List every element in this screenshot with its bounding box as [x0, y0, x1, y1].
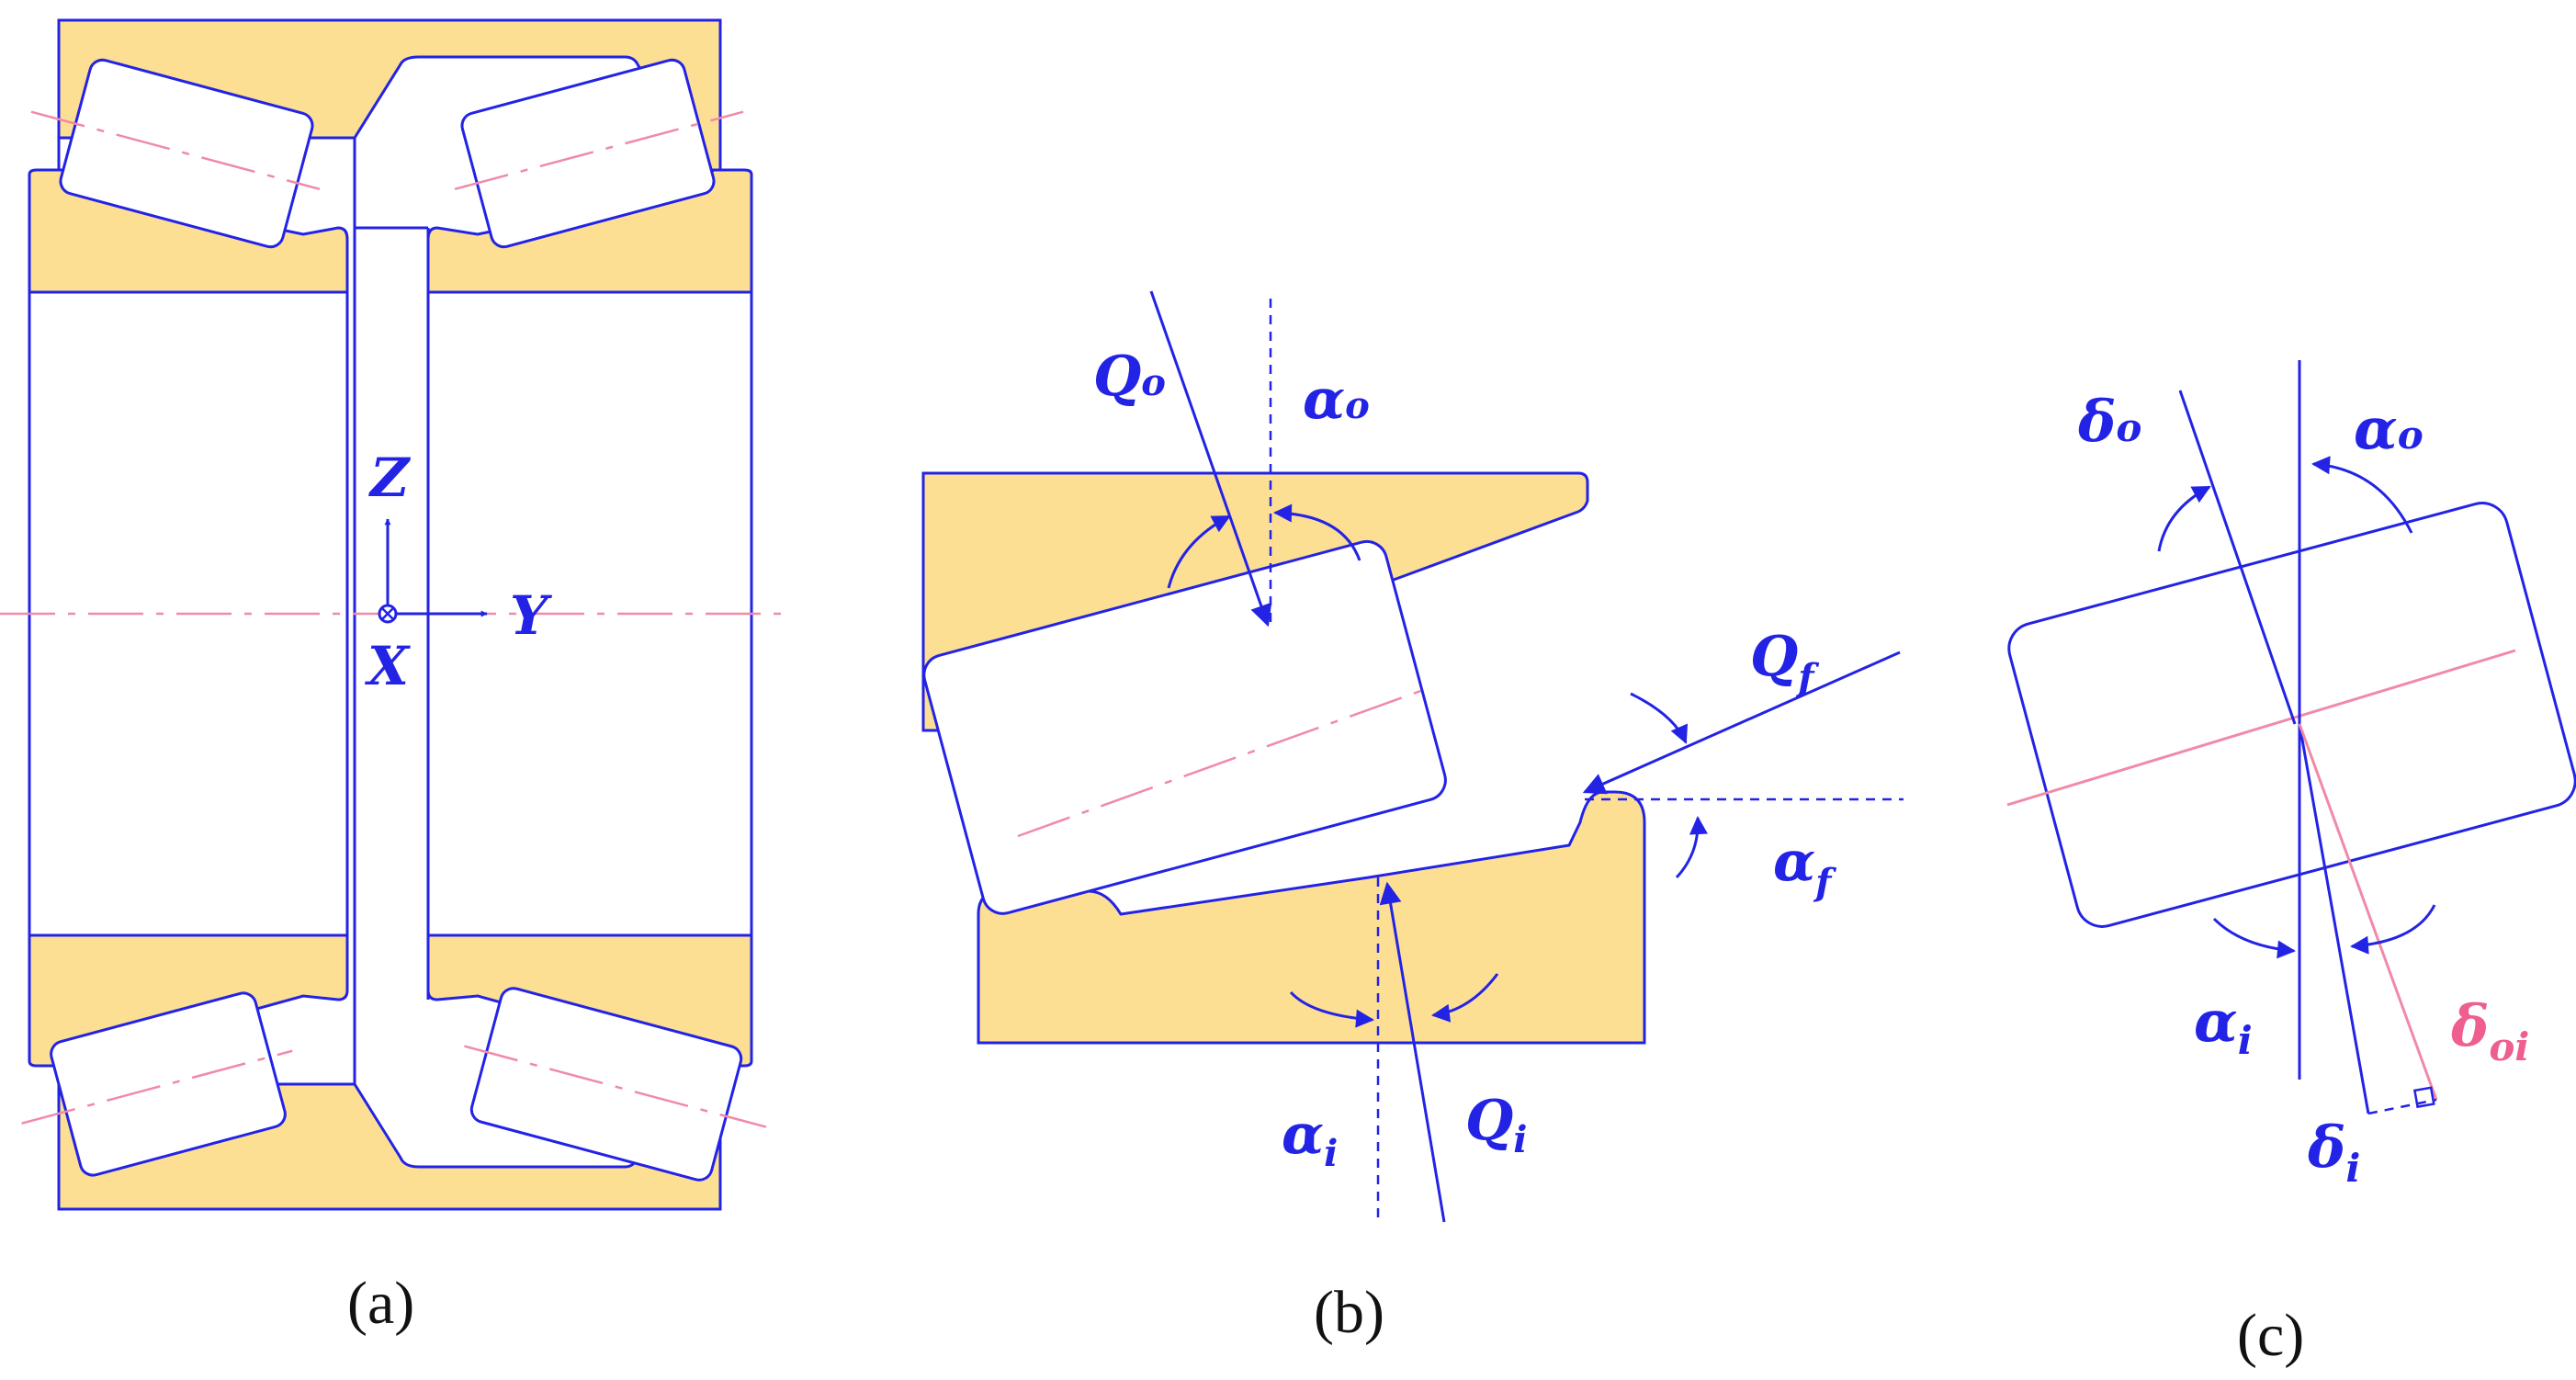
bore-right [426, 290, 753, 937]
roller-section [922, 539, 1447, 915]
roller-top-left [30, 58, 321, 249]
y-axis-label: Y [510, 584, 553, 647]
alpha-inner-label-c: αi [2194, 988, 2253, 1063]
coordinate-axes: Z Y X [364, 447, 553, 697]
panel-c: δo αo αi δi δoi (c) [2006, 360, 2576, 1369]
alpha-inner-arrow-left [1289, 990, 1374, 1028]
right-angle-mark [2412, 1086, 2435, 1109]
alpha-outer-label: αo [1303, 368, 1370, 432]
q-outer-label: Qo [1093, 345, 1166, 409]
delta-outer-arrow [2157, 485, 2211, 552]
q-outer-force-line [1149, 290, 1272, 628]
panel-b: Qo αo Qf αf αi Qi (b) [921, 290, 1904, 1346]
delta-inner-line [2298, 723, 2370, 1114]
delta-inner-arrow-c [2350, 904, 2436, 955]
alpha-outer-arrow-c [2311, 456, 2413, 534]
q-inner-force-line [1379, 881, 1446, 1223]
alpha-flange-label: αf [1773, 830, 1836, 904]
z-axis-label: Z [368, 447, 412, 509]
delta-oi-line [2298, 723, 2438, 1101]
alpha-outer-label-c: αo [2354, 395, 2423, 462]
delta-outer-line [2178, 390, 2297, 725]
roller-top-right [454, 58, 744, 249]
alpha-inner-arrow-right [1431, 973, 1499, 1023]
roller-bottom-right [464, 987, 767, 1182]
alpha-outer-arrow-left [1167, 515, 1231, 589]
alpha-flange-arrow-bottom [1675, 816, 1708, 879]
roller-bottom-left [21, 991, 293, 1177]
x-axis-label: X [364, 635, 411, 697]
roller-axis-c [2006, 649, 2516, 807]
q-flange-force-line [1582, 650, 1901, 795]
q-flange-label: Qf [1750, 625, 1819, 699]
outer-ring-edges [57, 20, 722, 1209]
alpha-flange-arrow-top [1630, 692, 1689, 744]
caption-b: (b) [1314, 1279, 1384, 1346]
caption-a: (a) [347, 1270, 414, 1337]
panel-a: Z Y X (a) [0, 18, 790, 1337]
alpha-inner-arrow-c [2212, 917, 2296, 959]
delta-oi-label: δoi [2450, 992, 2529, 1069]
caption-c: (c) [2237, 1302, 2304, 1369]
delta-connector [2367, 1098, 2437, 1115]
roller-outline-c [2007, 502, 2576, 928]
alpha-outer-arrow-right [1273, 503, 1361, 561]
delta-inner-label: δi [2307, 1114, 2360, 1191]
delta-outer-label: δo [2077, 388, 2141, 455]
roller-axis-b [1017, 687, 1427, 838]
q-inner-label: Qi [1465, 1089, 1527, 1161]
alpha-inner-label: αi [1282, 1103, 1338, 1175]
